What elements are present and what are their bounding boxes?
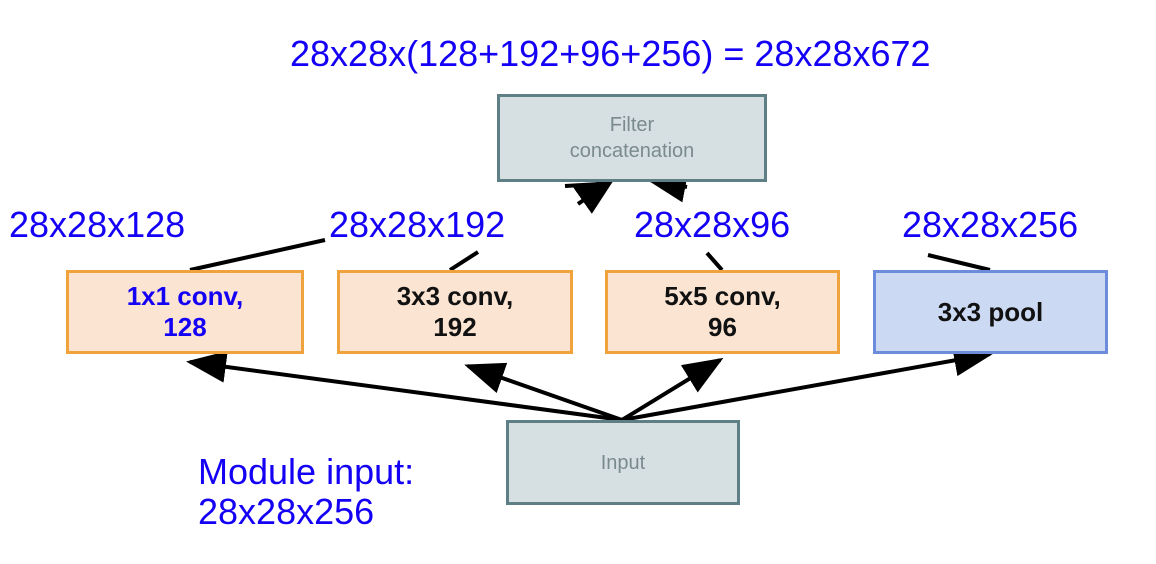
line-5x5-to-concat (705, 251, 724, 272)
branch-output-label-4: 28x28x256 (902, 204, 1079, 245)
conv-1x1-box: 1x1 conv, 128 (66, 270, 304, 354)
arrow-input-to-5x5 (620, 357, 724, 422)
conv-3x3-label: 3x3 conv, 192 (396, 281, 514, 342)
filter-concatenation-box: Filter concatenation (497, 94, 767, 182)
line-pool-upper-to-concat (564, 182, 601, 188)
line-3x3-to-concat (448, 250, 480, 272)
branch-output-label-3: 28x28x96 (634, 204, 791, 245)
pool-3x3-label: 3x3 pool (937, 296, 1044, 327)
output-dimension-label: 28x28x(128+192+96+256) = 28x28x672 (290, 33, 931, 74)
pool-3x3-box: 3x3 pool (873, 270, 1108, 354)
conv-1x1-label: 1x1 conv, 128 (126, 281, 244, 342)
input-label: Input (600, 451, 646, 474)
input-box: Input (506, 420, 740, 505)
line-1x1-to-concat (189, 238, 326, 272)
conv-5x5-box: 5x5 conv, 96 (605, 270, 840, 354)
line-3x3-upper-to-concat (573, 177, 616, 214)
filter-concatenation-label: Filter concatenation (569, 114, 695, 162)
branch-output-label-2: 28x28x192 (329, 204, 506, 245)
branch-output-label-1: 28x28x128 (9, 204, 186, 245)
arrow-input-to-3x3 (464, 362, 623, 422)
arrow-input-to-pool (621, 344, 994, 422)
arrow-input-to-1x1 (186, 350, 623, 422)
module-input-label: Module input: 28x28x256 (198, 451, 415, 532)
line-pool-to-concat (927, 253, 991, 272)
conv-5x5-label: 5x5 conv, 96 (664, 281, 781, 342)
conv-3x3-box: 3x3 conv, 192 (337, 270, 573, 354)
